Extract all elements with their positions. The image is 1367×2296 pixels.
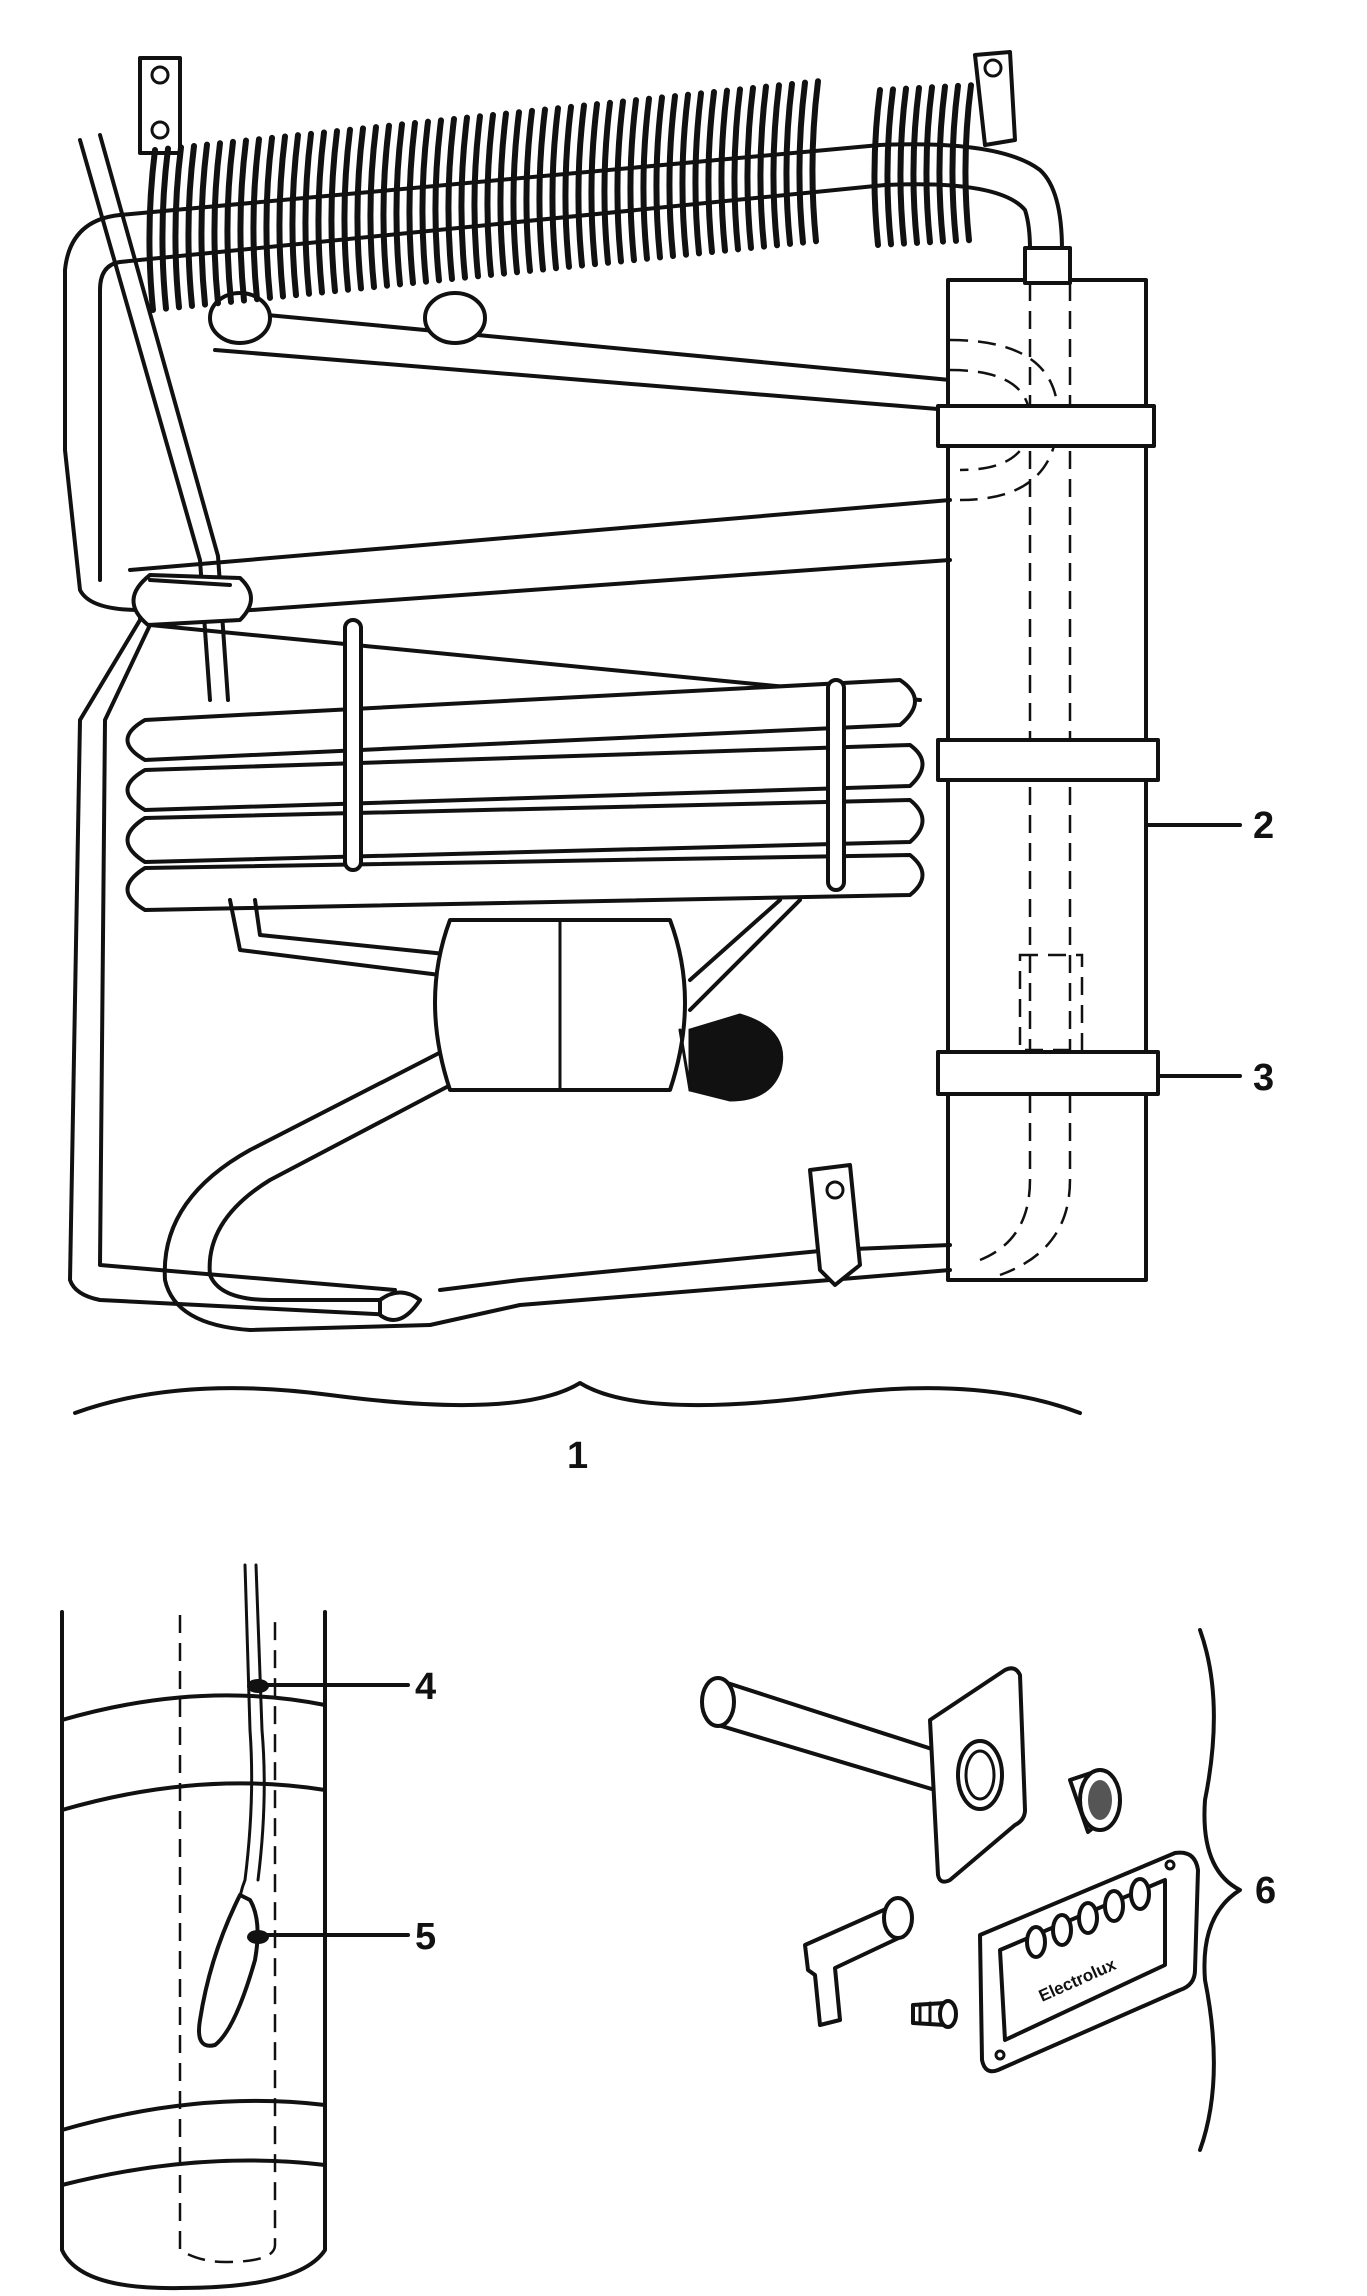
condenser-fin [796, 79, 808, 246]
condenser-fin [224, 138, 236, 305]
boiler-clamp-top [936, 404, 1156, 448]
condenser-fins-small [871, 82, 974, 248]
mounting-tab-right [973, 50, 1017, 147]
condenser-fin [380, 122, 392, 289]
boiler-clamp [936, 1050, 1160, 1096]
condenser-fin [653, 94, 665, 261]
condenser-fin [666, 93, 678, 260]
condenser-fin [315, 129, 327, 296]
condenser-fin [237, 137, 249, 304]
screw [911, 1999, 958, 2029]
control-panel-kit: Electrolux [700, 1666, 1200, 2074]
condenser-fin [471, 113, 483, 280]
callout-1: 1 [567, 1435, 588, 1477]
callout-2: 2 [1253, 805, 1274, 847]
condenser-fin [328, 128, 340, 295]
condenser-fin [588, 101, 600, 268]
igniter-flange [700, 1666, 1027, 1884]
assembly-brace [73, 1381, 1082, 1415]
condenser-fin [744, 84, 756, 251]
condenser-fin [198, 141, 210, 308]
condenser-fin [536, 106, 548, 273]
condenser-tube [63, 142, 1064, 612]
callout-6: 6 [1255, 1870, 1276, 1912]
condenser-fin [679, 91, 691, 258]
condenser-fin [549, 105, 561, 272]
kit-brace [1198, 1628, 1242, 2152]
condenser-fin [910, 84, 922, 246]
absorber-coil [125, 498, 952, 912]
condenser-fin [510, 109, 522, 276]
condenser-fin [718, 87, 730, 254]
condenser-fins [146, 78, 821, 313]
support-rod [78, 133, 230, 702]
condenser-fin [289, 132, 301, 299]
condenser-fin [962, 82, 974, 244]
callout-3: 3 [1253, 1057, 1274, 1099]
condenser-fin [432, 117, 444, 284]
condenser-fin [211, 140, 223, 307]
condenser-fin [250, 136, 262, 303]
condenser-fin [949, 82, 961, 244]
condenser-fin [367, 124, 379, 291]
condenser-fin [458, 114, 470, 281]
condenser-fin [770, 82, 782, 249]
condenser-fin [640, 95, 652, 262]
condenser-fin [263, 134, 275, 301]
condenser-fin [406, 120, 418, 287]
reservoir-vessel [433, 918, 784, 1102]
cooling-unit [63, 50, 1160, 1332]
mounting-tab-left [138, 56, 182, 155]
condenser-fin [601, 99, 613, 266]
condenser-fin [562, 103, 574, 270]
boiler-clamp-middle [936, 738, 1160, 782]
condenser-fin [692, 90, 704, 257]
condenser-fin [783, 80, 795, 247]
condenser-fin [897, 85, 909, 247]
boiler-detail [60, 1563, 327, 2291]
condenser-fin [445, 115, 457, 282]
condenser-fin [731, 86, 743, 253]
callout-5: 5 [415, 1916, 436, 1958]
condenser-fin [393, 121, 405, 288]
condenser-fin [936, 83, 948, 245]
condenser-fin [757, 83, 769, 250]
condenser-fin [523, 107, 535, 274]
knob-cap [1068, 1768, 1122, 1834]
condenser-fin [484, 111, 496, 278]
condenser-fin [575, 102, 587, 269]
condenser-fin [809, 78, 821, 245]
condenser-fin [705, 89, 717, 256]
condenser-fin [276, 133, 288, 300]
condenser-fin [497, 110, 509, 277]
electrolux-panel: Electrolux [978, 1850, 1200, 2074]
condenser-fin [172, 144, 184, 311]
callout-4: 4 [415, 1666, 436, 1708]
condenser-fin [302, 130, 314, 297]
condenser-fin [419, 118, 431, 285]
condenser-fin [159, 145, 171, 312]
condenser-fin [884, 86, 896, 248]
condenser-fin [341, 126, 353, 293]
condenser-fin [627, 97, 639, 264]
thermocouple-tip [247, 1679, 269, 1693]
thermocouple-loop [197, 1893, 260, 2048]
condenser-fin [354, 125, 366, 292]
thermocouple-wire [237, 1563, 254, 1927]
condenser-fin [923, 84, 935, 246]
thermocouple-loop-contact [247, 1930, 269, 1944]
condenser-fin [871, 87, 883, 248]
condenser-fin [146, 147, 158, 313]
condenser-fin [614, 98, 626, 265]
t-key [803, 1896, 914, 2027]
condenser-fin [185, 142, 197, 309]
lower-tube-system [68, 618, 952, 1332]
